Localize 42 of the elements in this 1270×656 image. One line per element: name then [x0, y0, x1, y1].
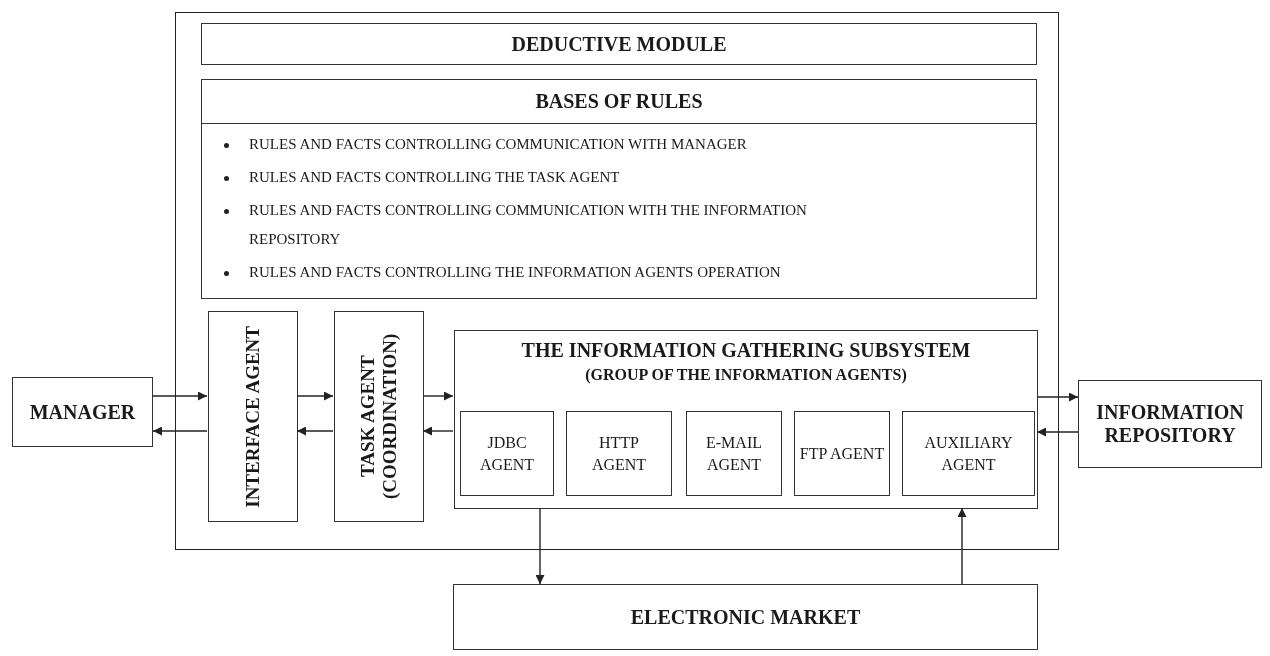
- agent-box: [566, 411, 672, 496]
- agent-box: [334, 311, 424, 522]
- arrow: [152, 391, 208, 401]
- agent-box: [460, 411, 554, 496]
- agent-label: INTERFACE AGENT: [242, 325, 264, 508]
- agent-box: [902, 411, 1035, 496]
- agent-label: TASK AGENT (COORDINATION): [357, 332, 401, 502]
- box-label: ELECTRONIC MARKET: [630, 605, 861, 629]
- subsystem-subtitle: (GROUP OF THE INFORMATION AGENTS): [585, 366, 907, 385]
- subsystem-box: [454, 330, 1038, 509]
- arrow: [957, 507, 967, 585]
- arrow: [422, 391, 454, 401]
- agent-label: E-MAIL AGENT: [705, 432, 763, 475]
- box-label: INFORMATION REPOSITORY: [1095, 401, 1245, 447]
- arrow: [152, 426, 208, 436]
- arrow: [535, 507, 545, 585]
- rule-item: RULES AND FACTS CONTROLLING THE INFORMATION AGENTS OPERATION: [249, 263, 781, 282]
- agent-box: [794, 411, 890, 496]
- subsystem-title: THE INFORMATION GATHERING SUBSYSTEM: [521, 339, 971, 362]
- panel-title: BASES OF RULES: [535, 90, 703, 113]
- agent-label: FTP AGENT: [798, 443, 886, 464]
- rule-item: RULES AND FACTS CONTROLLING COMMUNICATION WITH THE INFORMATION REPOSITORY: [249, 201, 808, 249]
- arrow: [1036, 427, 1079, 437]
- agent-label: JDBC AGENT: [478, 432, 536, 475]
- arrow: [296, 426, 334, 436]
- box-label: MANAGER: [29, 400, 136, 424]
- agent-box: [686, 411, 782, 496]
- module-title: DEDUCTIVE MODULE: [511, 32, 727, 56]
- arrow: [1036, 392, 1079, 402]
- external-box: [12, 377, 153, 447]
- external-box: [1078, 380, 1262, 468]
- module-frame: [175, 12, 1059, 550]
- rules-base-panel: [201, 79, 1037, 299]
- agent-label: AUXILIARY AGENT: [923, 432, 1014, 475]
- external-box: [453, 584, 1038, 650]
- rule-item: RULES AND FACTS CONTROLLING THE TASK AGENT: [249, 168, 620, 187]
- agent-label: HTTP AGENT: [590, 432, 648, 475]
- arrow: [296, 391, 334, 401]
- rule-item: RULES AND FACTS CONTROLLING COMMUNICATION WITH MANAGER: [249, 135, 747, 154]
- module-header: [201, 23, 1037, 65]
- arrow: [422, 426, 454, 436]
- agent-box: [208, 311, 298, 522]
